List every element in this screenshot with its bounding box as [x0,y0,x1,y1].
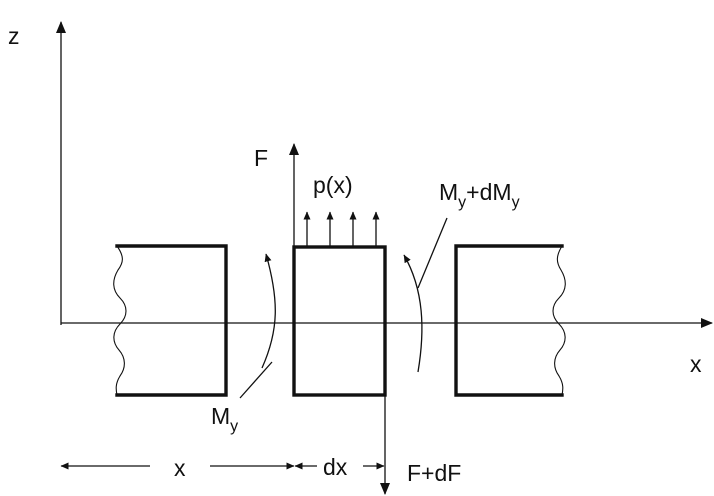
left-beam-break-line [113,245,127,396]
right-beam-break-line [552,245,566,396]
dimension-x-label: x [174,455,186,481]
moment-right-leader [417,217,448,289]
middle-beam-element [292,245,387,397]
left-beam-segment [113,244,228,397]
distributed-load-label: p(x) [313,172,353,198]
dimension-dx-label: dx [323,454,348,480]
moment-left-label: My [211,403,238,435]
moment-left-arrow [261,253,276,369]
moment-right-arrow [403,254,423,373]
shear-force-left-label: F [254,145,268,171]
moment-left-leader [239,361,273,399]
right-beam-segment [454,244,566,397]
distributed-load-arrows [303,211,380,246]
shear-force-right-label: F+dF [407,460,461,486]
moment-right-label: My+dMy [439,179,520,211]
x-axis-label: x [690,351,702,377]
z-axis-label: z [8,23,20,49]
